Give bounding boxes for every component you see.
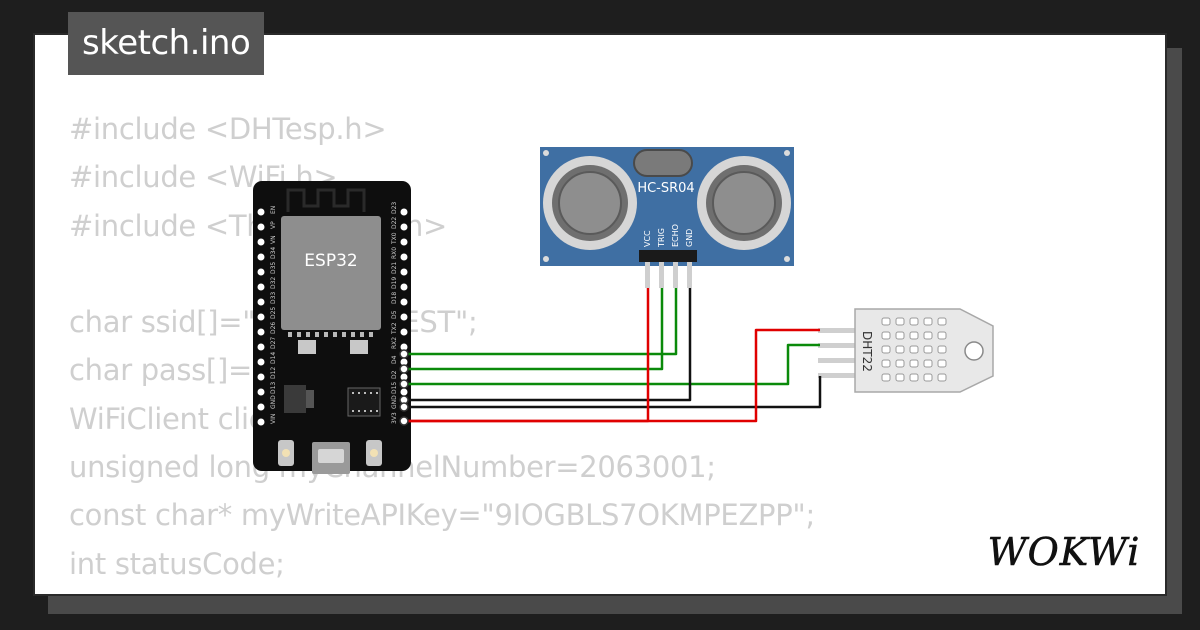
hc-sr04-sensor[interactable]: HC-SR04 VCC TRIG ECHO GND bbox=[540, 147, 794, 288]
pin-label: D13 bbox=[270, 382, 277, 394]
pin-label: VN bbox=[270, 235, 277, 244]
pin-label: EN bbox=[270, 206, 277, 214]
wire-trig bbox=[404, 288, 678, 356]
pin-label: GND bbox=[270, 395, 277, 409]
esp32-board[interactable]: ESP32 bbox=[253, 181, 411, 474]
esp32-label: ESP32 bbox=[304, 251, 357, 271]
pin-label: D21 bbox=[391, 262, 398, 274]
pin-label: D12 bbox=[270, 367, 277, 379]
wires bbox=[404, 288, 822, 423]
pin-label: VP bbox=[270, 221, 277, 229]
pin-label: D5 bbox=[391, 310, 398, 319]
file-name-tab[interactable]: sketch.ino bbox=[68, 12, 265, 75]
wokwi-logo[interactable]: WOKWi bbox=[978, 528, 1150, 576]
sensor-pin-label: GND bbox=[685, 229, 694, 247]
dht22-label: DHT22 bbox=[860, 331, 874, 372]
pin-label: D35 bbox=[270, 262, 277, 274]
pin-label: D18 bbox=[391, 292, 398, 304]
hc-sr04-label: HC-SR04 bbox=[637, 181, 694, 196]
pin-label: D27 bbox=[270, 337, 277, 349]
pin-label: D32 bbox=[270, 277, 277, 289]
pin-label: GND bbox=[391, 395, 398, 409]
pin-label: D22 bbox=[391, 217, 398, 229]
wokwi-logo-text: WOKWi bbox=[988, 530, 1141, 574]
pin-label: D26 bbox=[270, 322, 277, 334]
sensor-pin-label: VCC bbox=[643, 230, 652, 247]
wire-ground-dht bbox=[404, 376, 822, 409]
pin-label: D2 bbox=[391, 370, 398, 379]
dht22-sensor[interactable]: DHT22 bbox=[818, 308, 994, 393]
pin-label: RX0 bbox=[391, 247, 398, 259]
wire-dht-data bbox=[404, 343, 820, 386]
pin-label: D4 bbox=[391, 355, 398, 364]
wire-power-dht bbox=[404, 328, 820, 423]
pin-label: D15 bbox=[391, 382, 398, 394]
pin-label: 3V3 bbox=[391, 412, 398, 424]
pin-label: D34 bbox=[270, 247, 277, 259]
code-line: int statusCode; bbox=[69, 546, 285, 581]
pin-label: D19 bbox=[391, 277, 398, 289]
pin-label: VIN bbox=[270, 414, 277, 424]
pin-label: RX2 bbox=[391, 337, 398, 349]
code-line: const char* myWriteAPIKey="9IOGBLS7OKMPE… bbox=[69, 498, 815, 533]
preview-card: #include <DHTesp.h> #include <WiFi.h> #i… bbox=[33, 33, 1167, 596]
code-line: #include <DHTesp.h> bbox=[69, 112, 387, 146]
pin-label: D33 bbox=[270, 292, 277, 304]
pin-label: D25 bbox=[270, 307, 277, 319]
wire-echo bbox=[404, 288, 664, 371]
pin-label: TX0 bbox=[391, 232, 398, 245]
sensor-pin-label: ECHO bbox=[671, 224, 680, 247]
sensor-pin-label: TRIG bbox=[657, 228, 666, 248]
pin-label: TX2 bbox=[391, 322, 398, 335]
wire-ground-ultrasonic bbox=[404, 288, 692, 402]
pin-label: D23 bbox=[391, 202, 398, 214]
code-line: WiFiClient client; bbox=[69, 401, 305, 436]
pin-label: D14 bbox=[270, 352, 277, 364]
